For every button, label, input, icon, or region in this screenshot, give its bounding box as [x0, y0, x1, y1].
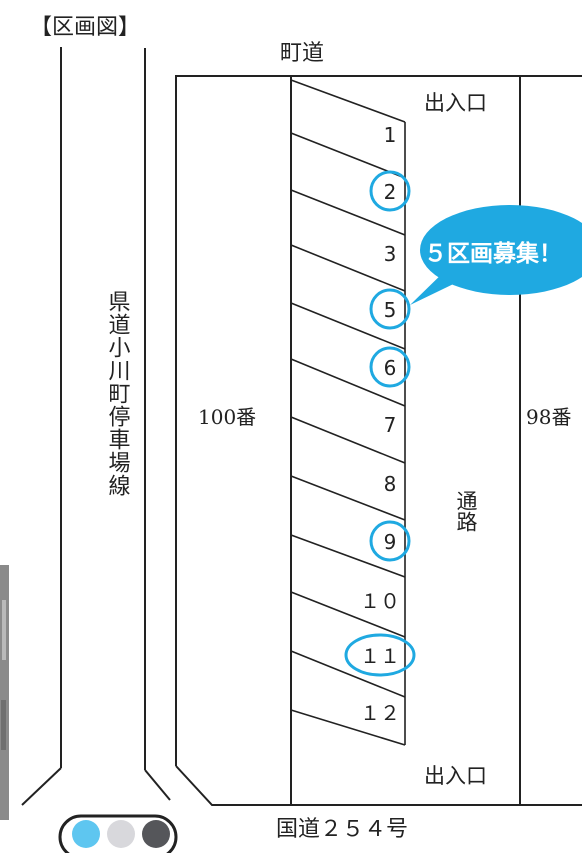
stall-divider [290, 534, 406, 578]
parking-stalls [290, 79, 406, 746]
callout-bubble [420, 205, 582, 295]
available-stall-marker [369, 346, 411, 388]
stall-number: 2 [384, 180, 397, 204]
available-stall-marker [344, 633, 416, 677]
stall-divider [290, 244, 406, 292]
stall-number: １１ [360, 644, 400, 668]
entrance-bottom-label: 出入口 [424, 764, 487, 788]
stall-divider [290, 79, 406, 123]
lot-100-label: 100番 [198, 405, 256, 429]
recruitment-callout: ５区画募集！ [410, 205, 582, 305]
carousel-dot-3[interactable] [142, 820, 170, 848]
passage-label: 通路 [454, 490, 478, 532]
stall-divider [290, 416, 406, 464]
stall-labels: 1 2 3 5 6 7 8 9 １０ １１ １２ [344, 123, 416, 725]
stall-number: １０ [360, 589, 400, 613]
map-title: 【区画図】 [30, 15, 140, 40]
entrance-top-label: 出入口 [424, 91, 487, 115]
stall-divider [290, 132, 406, 179]
prefectural-road-lines [21, 47, 171, 806]
carousel-indicator[interactable] [58, 814, 178, 853]
stall-number: 1 [384, 123, 397, 147]
road-top-label: 町道 [280, 41, 324, 66]
stall-number: 9 [384, 530, 397, 554]
stall-divider [290, 302, 406, 350]
stall-divider [290, 189, 406, 236]
stall-divider [290, 709, 406, 746]
available-stall-marker [369, 170, 411, 212]
left-road-label: 県道小川町停車場線 [105, 290, 131, 497]
lot-98-label: 98番 [526, 405, 571, 429]
available-stall-marker [369, 520, 411, 562]
stall-number: 7 [384, 413, 397, 437]
carousel-dot-1[interactable] [72, 820, 100, 848]
stall-number: 3 [384, 242, 397, 266]
stall-divider [290, 650, 406, 698]
stall-number: 8 [384, 472, 397, 496]
site-boundary [175, 75, 582, 806]
stall-number: １２ [360, 701, 400, 725]
callout-text: ５区画募集！ [424, 240, 562, 267]
stall-divider [290, 591, 406, 638]
stall-divider [290, 358, 406, 407]
stall-divider [290, 475, 406, 521]
carousel-dot-2[interactable] [107, 820, 135, 848]
photo-edge [0, 565, 9, 820]
stall-number: 5 [384, 298, 397, 322]
road-bottom-label: 国道２５４号 [276, 817, 408, 842]
available-stall-marker [369, 288, 411, 330]
stall-number: 6 [384, 356, 397, 380]
